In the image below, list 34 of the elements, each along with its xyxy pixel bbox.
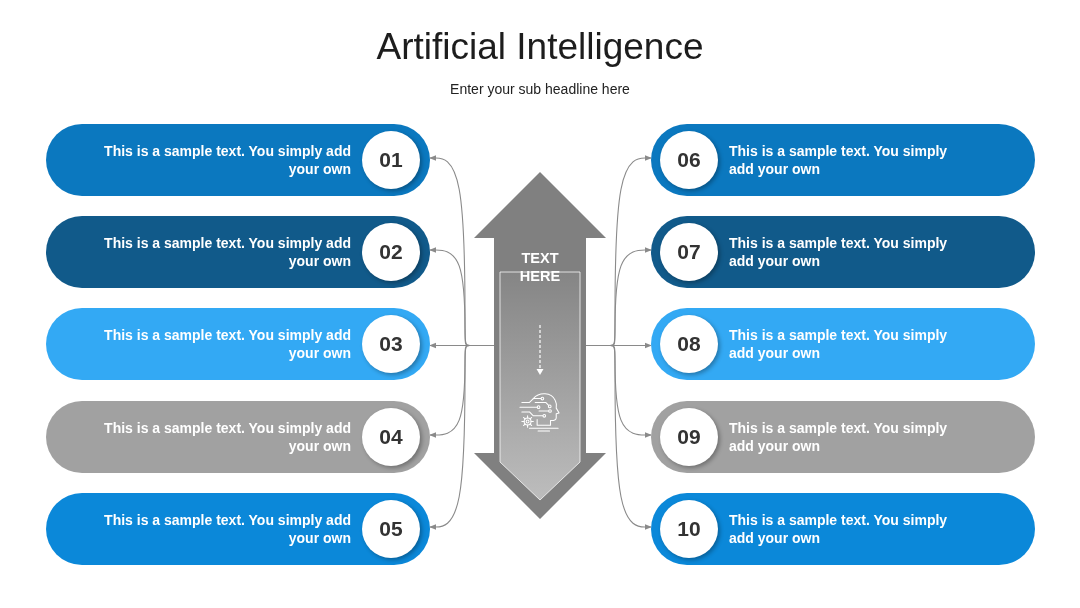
number-circle bbox=[660, 500, 718, 558]
number-circle bbox=[362, 408, 420, 466]
step-number: 08 bbox=[677, 332, 701, 356]
number-circle bbox=[660, 131, 718, 189]
description-text: This is a sample text. You simply add your own bbox=[103, 511, 351, 547]
description-text: This is a sample text. You simply add your own bbox=[103, 326, 351, 362]
title: Artificial Intelligence bbox=[376, 25, 704, 69]
number-circle bbox=[660, 315, 718, 373]
number-circle bbox=[660, 408, 718, 466]
step-number: 03 bbox=[379, 332, 403, 356]
description-text: This is a sample text. You simply add your own bbox=[103, 142, 351, 178]
step-number: 09 bbox=[677, 425, 701, 449]
description-text: This is a sample text. You simply add your own bbox=[103, 234, 351, 270]
description-text: This is a sample text. You simply add your own bbox=[729, 511, 949, 547]
step-number: 02 bbox=[379, 240, 403, 264]
description-text: This is a sample text. You simply add your own bbox=[729, 419, 949, 455]
double-arrow bbox=[474, 172, 606, 519]
step-number: 07 bbox=[677, 240, 701, 264]
description-text: This is a sample text. You simply add your own bbox=[103, 419, 351, 455]
step-number: 05 bbox=[379, 517, 403, 541]
subtitle: Enter your sub headline here bbox=[450, 80, 630, 98]
description-text: This is a sample text. You simply add your own bbox=[729, 234, 949, 270]
step-number: 06 bbox=[677, 148, 701, 172]
number-circle bbox=[362, 315, 420, 373]
center-label: TEXT HERE bbox=[519, 249, 561, 285]
number-circle bbox=[362, 500, 420, 558]
step-number: 01 bbox=[379, 148, 403, 172]
number-circle bbox=[660, 223, 718, 281]
description-text: This is a sample text. You simply add your own bbox=[729, 326, 949, 362]
step-number: 04 bbox=[379, 425, 403, 449]
step-number: 10 bbox=[677, 517, 701, 541]
description-text: This is a sample text. You simply add your own bbox=[729, 142, 949, 178]
number-circle bbox=[362, 131, 420, 189]
number-circle bbox=[362, 223, 420, 281]
